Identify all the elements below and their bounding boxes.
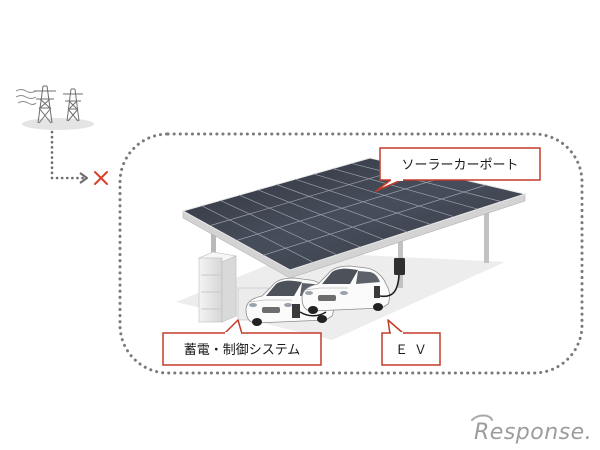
power-grid-group	[15, 85, 94, 130]
callout-solar-carport: ソーラーカーポート	[375, 147, 541, 192]
label-solar-carport: ソーラーカーポート	[401, 158, 518, 173]
solar-panel-grid-line	[263, 184, 487, 256]
car-icon	[301, 265, 390, 314]
tower-ground-shadow	[22, 118, 94, 130]
ev-charger-icon	[374, 258, 405, 298]
solar-panel-grid	[201, 162, 502, 263]
carport-pillar	[484, 203, 489, 263]
label-ev: ＥＶ	[395, 343, 433, 358]
wind-wire-lines	[15, 89, 37, 105]
dotted-arrow-icon	[50, 130, 88, 184]
response-logo: Response.	[471, 414, 592, 445]
cabinet-side	[221, 255, 237, 323]
solar-carport-roof	[181, 157, 527, 279]
carport-pillar	[398, 222, 403, 288]
carport-pillar	[211, 226, 216, 262]
solar-panel-grid-line	[236, 175, 448, 241]
label-storage-control-system: 蓄電・制御システム	[184, 343, 301, 358]
callout-storage-control-system: 蓄電・制御システム	[162, 319, 322, 366]
cabinet-front	[198, 257, 223, 323]
red-x-icon	[94, 171, 108, 185]
callout-ev: ＥＶ	[381, 319, 441, 366]
response-logo-swoosh	[471, 414, 493, 421]
power-transmission-tower-icon	[63, 88, 83, 122]
system-boundary-frame	[118, 132, 584, 375]
solar-panel-grid-line	[209, 166, 409, 227]
watermark-text: Response.	[474, 420, 592, 445]
power-transmission-tower-icon	[34, 85, 56, 124]
ev-charger-icon	[292, 304, 327, 318]
